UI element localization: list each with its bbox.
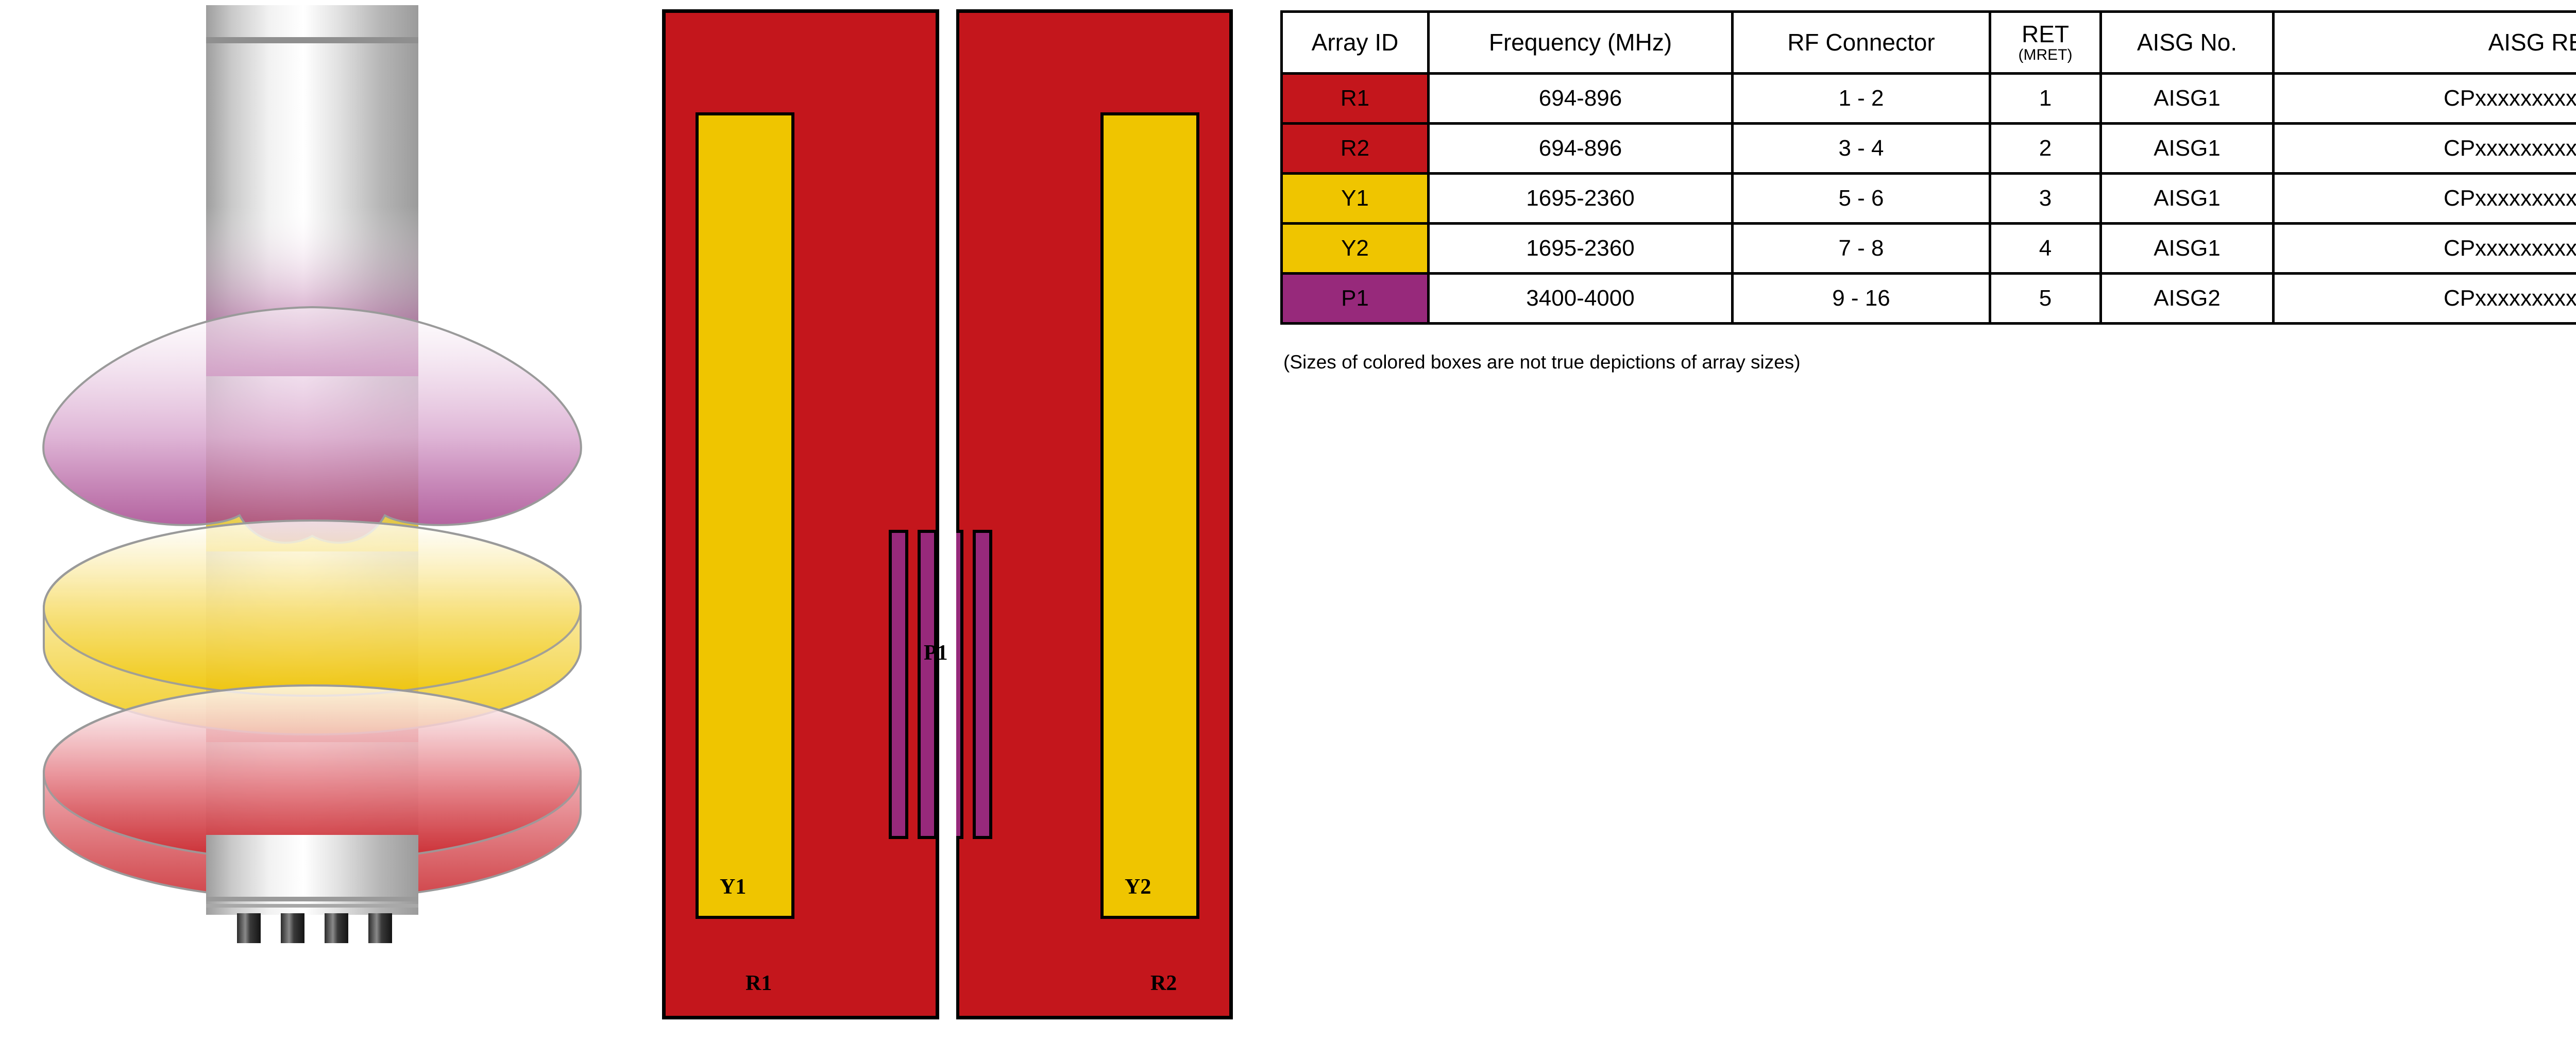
cell-aisg-ret-uid: CPxxxxxxxxxxxxxxMM.2 — [2272, 122, 2576, 175]
cell-frequency: 1695-2360 — [1427, 172, 1734, 225]
array-specification-table-panel: Array ID Frequency (MHz) RF Connector RE… — [1280, 10, 2576, 373]
array-label-y1: Y1 — [720, 875, 747, 899]
column-header-rf-connector: RF Connector — [1731, 10, 1991, 75]
column-header-ret: RET (MRET) — [1989, 10, 2102, 75]
column-header-aisg-ret-uid: AISG RET UID — [2272, 10, 2576, 75]
cell-frequency: 694-896 — [1427, 72, 1734, 125]
antenna-mast-base — [206, 835, 418, 915]
cell-aisg-ret-uid: CPxxxxxxxxxxxxxxMM.4 — [2272, 222, 2576, 275]
cell-ret: 4 — [1989, 222, 2102, 275]
column-header-frequency: Frequency (MHz) — [1427, 10, 1734, 75]
array-block-y1[interactable] — [696, 112, 794, 919]
column-header-ret-main: RET — [2022, 20, 2069, 47]
cell-aisg-ret-uid: CPxxxxxxxxxxxxxxMM.1 — [2272, 272, 2576, 325]
array-label-p1: P1 — [924, 641, 948, 665]
p1-bar-4 — [973, 530, 992, 839]
cell-rf-connector: 9 - 16 — [1731, 272, 1991, 325]
p1-bar-1 — [889, 530, 908, 839]
array-specification-table: Array ID Frequency (MHz) RF Connector RE… — [1280, 10, 2576, 325]
table-body: R1 694-896 1 - 2 1 AISG1 CPxxxxxxxxxxxxx… — [1280, 72, 2576, 325]
cell-frequency: 3400-4000 — [1427, 272, 1734, 325]
panel-seam-gap — [940, 9, 956, 1019]
table-row: R2 694-896 3 - 4 2 AISG1 CPxxxxxxxxxxxxx… — [1280, 122, 2576, 175]
table-row: Y2 1695-2360 7 - 8 4 AISG1 CPxxxxxxxxxxx… — [1280, 222, 2576, 275]
table-row: Y1 1695-2360 5 - 6 3 AISG1 CPxxxxxxxxxxx… — [1280, 172, 2576, 225]
table-row: R1 694-896 1 - 2 1 AISG1 CPxxxxxxxxxxxxx… — [1280, 72, 2576, 125]
cell-array-id: R1 — [1280, 72, 1430, 125]
table-header-row: Array ID Frequency (MHz) RF Connector RE… — [1280, 10, 2576, 75]
p1-bar-2 — [918, 530, 937, 839]
cell-ret: 3 — [1989, 172, 2102, 225]
cell-aisg-no: AISG2 — [2099, 272, 2275, 325]
table-row: P1 3400-4000 9 - 16 5 AISG2 CPxxxxxxxxxx… — [1280, 272, 2576, 325]
column-header-ret-sub: (MRET) — [2018, 46, 2073, 64]
cell-array-id: R2 — [1280, 122, 1430, 175]
cell-rf-connector: 7 - 8 — [1731, 222, 1991, 275]
cell-rf-connector: 5 - 6 — [1731, 172, 1991, 225]
array-label-r1: R1 — [745, 971, 772, 995]
cell-array-id: P1 — [1280, 272, 1430, 325]
cell-aisg-no: AISG1 — [2099, 222, 2275, 275]
antenna-beam-svg — [42, 5, 582, 943]
cell-array-id: Y1 — [1280, 172, 1430, 225]
array-label-y2: Y2 — [1125, 875, 1151, 899]
cell-aisg-no: AISG1 — [2099, 172, 2275, 225]
cell-ret: 5 — [1989, 272, 2102, 325]
cell-rf-connector: 3 - 4 — [1731, 122, 1991, 175]
purple-beam-lobe — [42, 306, 582, 544]
cell-aisg-no: AISG1 — [2099, 72, 2275, 125]
column-header-array-id: Array ID — [1280, 10, 1430, 75]
cell-frequency: 694-896 — [1427, 122, 1734, 175]
antenna-illustration — [0, 0, 608, 1039]
cell-ret: 1 — [1989, 72, 2102, 125]
column-header-aisg-no: AISG No. — [2099, 10, 2275, 75]
array-layout-diagram: P1 Y1 Y2 R1 R2 — [662, 9, 1249, 1023]
cell-array-id: Y2 — [1280, 222, 1430, 275]
array-block-y2[interactable] — [1100, 112, 1199, 919]
cell-aisg-no: AISG1 — [2099, 122, 2275, 175]
array-label-r2: R2 — [1150, 971, 1177, 995]
table-header: Array ID Frequency (MHz) RF Connector RE… — [1280, 10, 2576, 75]
cell-aisg-ret-uid: CPxxxxxxxxxxxxxxMM.1 — [2272, 72, 2576, 125]
antenna-connector-pins — [237, 913, 392, 943]
table-footnote: (Sizes of colored boxes are not true dep… — [1283, 351, 1801, 373]
cell-aisg-ret-uid: CPxxxxxxxxxxxxxxMM.3 — [2272, 172, 2576, 225]
cell-frequency: 1695-2360 — [1427, 222, 1734, 275]
red-beam-lobe — [43, 684, 582, 901]
cell-rf-connector: 1 - 2 — [1731, 72, 1991, 125]
cell-ret: 2 — [1989, 122, 2102, 175]
